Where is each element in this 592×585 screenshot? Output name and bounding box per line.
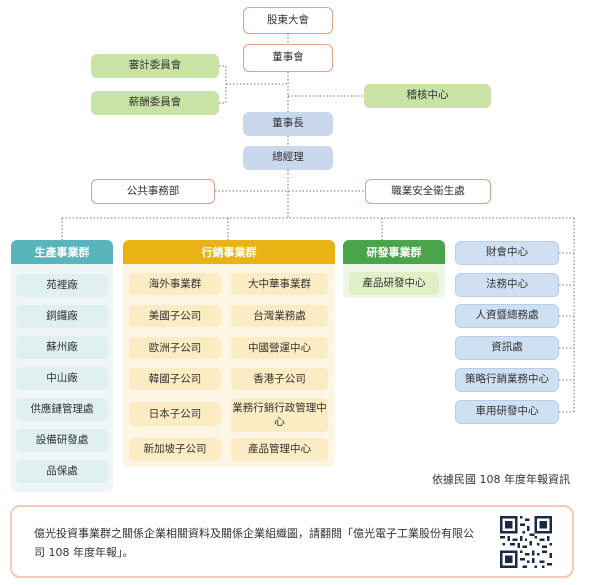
- sales-item: 中國營運中心: [231, 337, 328, 359]
- rd-item: 產品研發中心: [349, 272, 439, 295]
- chairman-box: 董事長: [243, 112, 333, 136]
- support-item: 車用研發中心: [455, 400, 559, 424]
- support-item: 財會中心: [455, 241, 559, 265]
- footer-text: 億光投資事業群之關係企業相關資料及關係企業組織圖，請翻閱「億光電子工業股份有限公…: [34, 527, 474, 559]
- rd-group-panel: 研發事業群 產品研發中心: [343, 240, 445, 298]
- sales-item: 韓國子公司: [129, 368, 221, 390]
- sales-item: 新加坡子公司: [129, 438, 221, 461]
- internal-audit-box: 稽核中心: [364, 84, 491, 108]
- sales-item: 台灣業務處: [231, 305, 328, 327]
- sales-item: 大中華事業群: [231, 273, 328, 295]
- audit-committee-box: 審計委員會: [91, 54, 219, 78]
- occupational-safety-box: 職業安全衛生處: [365, 179, 491, 204]
- support-item: 資訊處: [455, 336, 559, 360]
- production-group-title: 生產事業群: [11, 240, 113, 264]
- shareholders-box: 股東大會: [243, 7, 333, 34]
- production-item: 蘇州廠: [16, 336, 108, 359]
- production-item: 中山廠: [16, 367, 108, 390]
- sales-item: 業務行銷行政管理中心: [231, 398, 328, 432]
- production-item: 供應鏈管理處: [16, 398, 108, 421]
- rd-group-title: 研發事業群: [343, 240, 445, 264]
- sales-item: 日本子公司: [129, 402, 221, 426]
- footer-callout: 億光投資事業群之關係企業相關資料及關係企業組織圖，請翻閱「億光電子工業股份有限公…: [10, 505, 574, 578]
- support-item: 策略行銷業務中心: [455, 368, 559, 392]
- president-box: 總經理: [243, 146, 333, 170]
- board-box: 董事會: [243, 44, 333, 72]
- production-group-panel: 生產事業群 苑裡廠 銅鑼廠 蘇州廠 中山廠 供應鏈管理處 設備研發處 品保處: [11, 240, 113, 492]
- support-item: 人資暨總務處: [455, 304, 559, 328]
- production-item: 苑裡廠: [16, 274, 108, 297]
- sales-item: 產品管理中心: [231, 438, 328, 461]
- compensation-committee-box: 薪酬委員會: [91, 91, 219, 115]
- support-item: 法務中心: [455, 273, 559, 297]
- source-note: 依據民國 108 年度年報資訊: [432, 473, 570, 486]
- production-item: 設備研發處: [16, 429, 108, 452]
- production-item: 銅鑼廠: [16, 305, 108, 328]
- production-item: 品保處: [16, 460, 108, 483]
- sales-item: 美國子公司: [129, 305, 221, 327]
- sales-group-title: 行銷事業群: [123, 240, 335, 264]
- sales-group-panel: 行銷事業群 海外事業群 大中華事業群 美國子公司 台灣業務處 歐洲子公司 中國營…: [123, 240, 335, 467]
- sales-item: 香港子公司: [231, 368, 328, 390]
- qr-code-icon: [500, 516, 552, 568]
- sales-item: 歐洲子公司: [129, 337, 221, 359]
- sales-item: 海外事業群: [129, 273, 221, 295]
- public-affairs-box: 公共事務部: [91, 179, 215, 204]
